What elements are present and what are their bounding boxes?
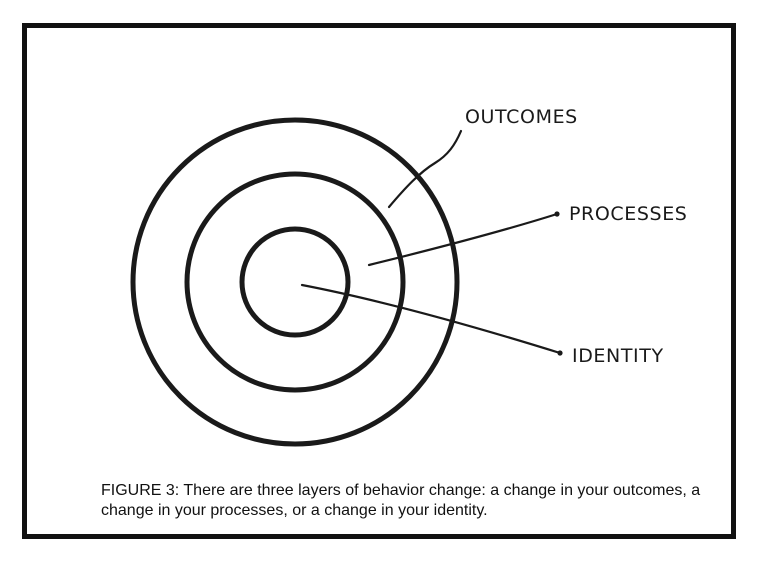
processes-leader-dot (554, 211, 560, 217)
processes-leader-line (367, 212, 559, 267)
processes-ring (184, 171, 406, 393)
outcomes-label: OUTCOMES (465, 106, 578, 128)
outcomes-leader-line (387, 129, 463, 209)
identity-ring (239, 226, 351, 338)
figure-frame (22, 23, 736, 539)
figure-caption: FIGURE 3: There are three layers of beha… (101, 482, 701, 519)
identity-leader-dot (557, 350, 563, 356)
identity-leader-line (300, 283, 562, 355)
processes-label: PROCESSES (569, 203, 687, 225)
identity-label: IDENTITY (572, 345, 664, 367)
outcomes-ring (130, 117, 460, 447)
